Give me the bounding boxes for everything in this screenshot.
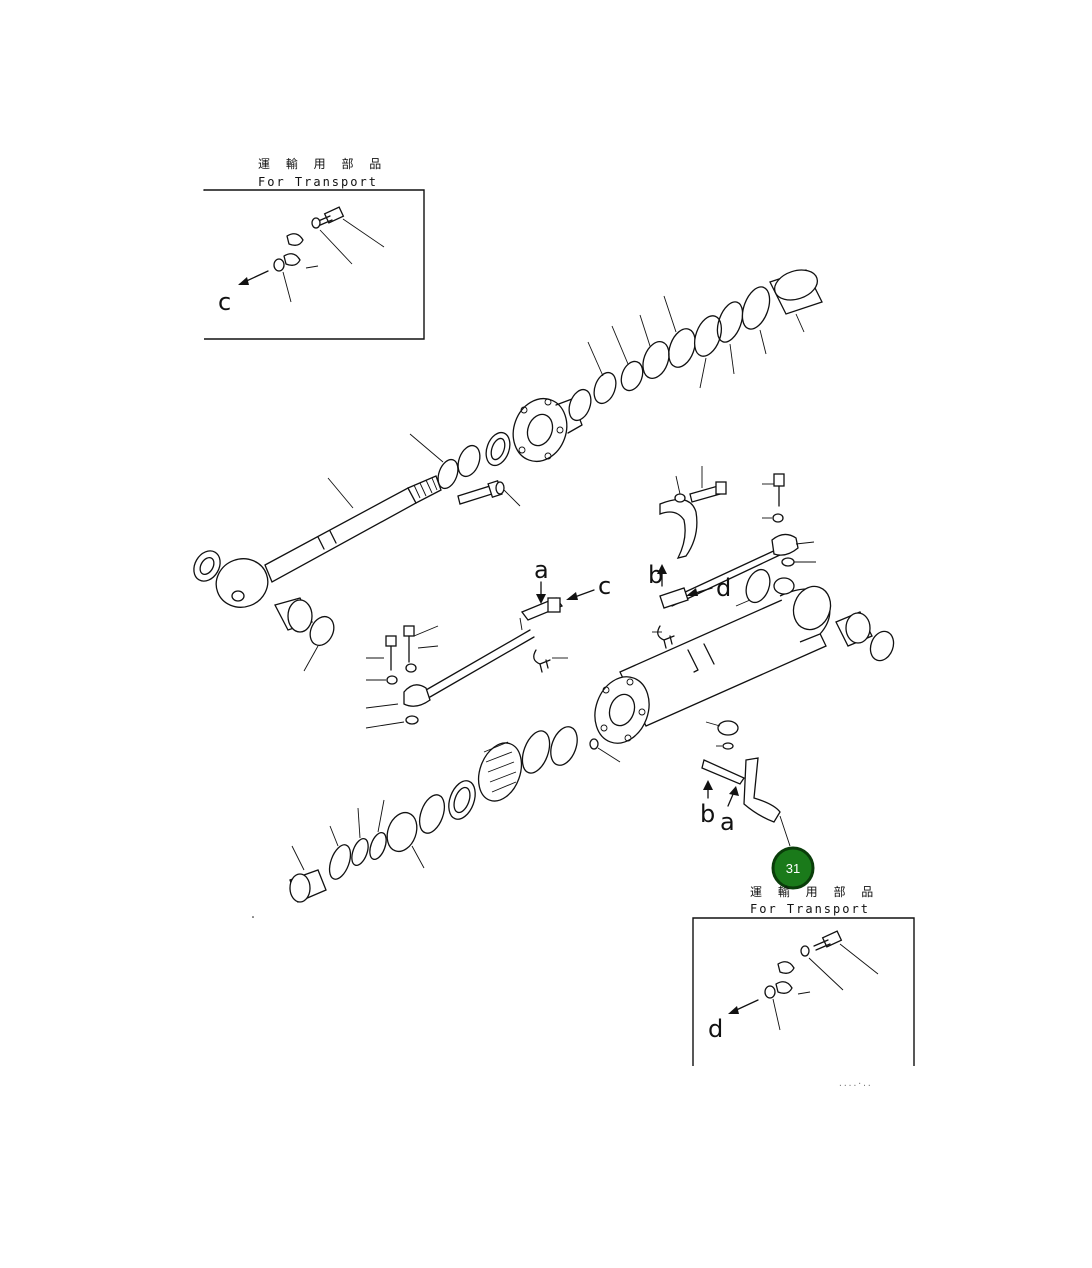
callout-number: 31 bbox=[786, 861, 800, 876]
inset-bottom-right-frame bbox=[692, 917, 915, 1066]
inset-bottom-right-title-jp: 運 輸 用 部 品 bbox=[750, 884, 879, 899]
footer-code: ....·.. bbox=[838, 1079, 872, 1088]
u-clamp-a bbox=[533, 649, 551, 673]
view-letter-b2: b bbox=[700, 800, 715, 828]
inset-bottom-right: 運 輸 用 部 品 For Transport d bbox=[692, 884, 915, 1066]
inset-br-nut bbox=[764, 985, 776, 999]
cylinder-head bbox=[512, 397, 583, 463]
view-letter-a2: a bbox=[720, 808, 735, 836]
grease-pipe-a bbox=[403, 597, 564, 707]
inset-br-washer bbox=[800, 945, 810, 957]
inset-top-left: 運 輸 用 部 品 For Transport c bbox=[204, 156, 425, 340]
inset-top-left-frame bbox=[204, 189, 425, 340]
inset-br-bolt bbox=[813, 930, 879, 975]
view-letter-a1: a bbox=[534, 556, 549, 584]
bracket-bolt bbox=[762, 473, 785, 523]
pipe-bolts bbox=[365, 625, 439, 729]
piston-rod-assembly: a c bbox=[193, 269, 823, 729]
head-bolt bbox=[457, 479, 521, 507]
inset-top-left-title-en: For Transport bbox=[258, 175, 378, 189]
lower-bracket bbox=[701, 720, 791, 847]
callout-31[interactable]: 31 bbox=[771, 846, 815, 890]
inset-bolt bbox=[315, 206, 385, 248]
inset-view-letter-c: c bbox=[218, 288, 231, 316]
inset-bottom-right-title-en: For Transport bbox=[750, 902, 870, 916]
grease-pipe-b bbox=[659, 533, 816, 609]
inset-clamp bbox=[283, 233, 319, 269]
inset-view-letter-d: d bbox=[708, 1015, 723, 1043]
inset-washer bbox=[311, 217, 321, 229]
cylinder-tube-assembly: b d bbox=[289, 466, 895, 903]
clip-bracket bbox=[659, 498, 698, 559]
inset-top-left-title-jp: 運 輸 用 部 品 bbox=[258, 156, 387, 171]
view-letter-b1: b bbox=[648, 561, 663, 589]
u-clamp-b bbox=[657, 625, 675, 649]
piston bbox=[477, 741, 523, 802]
view-letter-c1: c bbox=[598, 572, 611, 600]
inset-nut bbox=[273, 258, 285, 272]
inset-br-clamp bbox=[775, 961, 811, 995]
view-letter-d1: d bbox=[716, 574, 731, 602]
